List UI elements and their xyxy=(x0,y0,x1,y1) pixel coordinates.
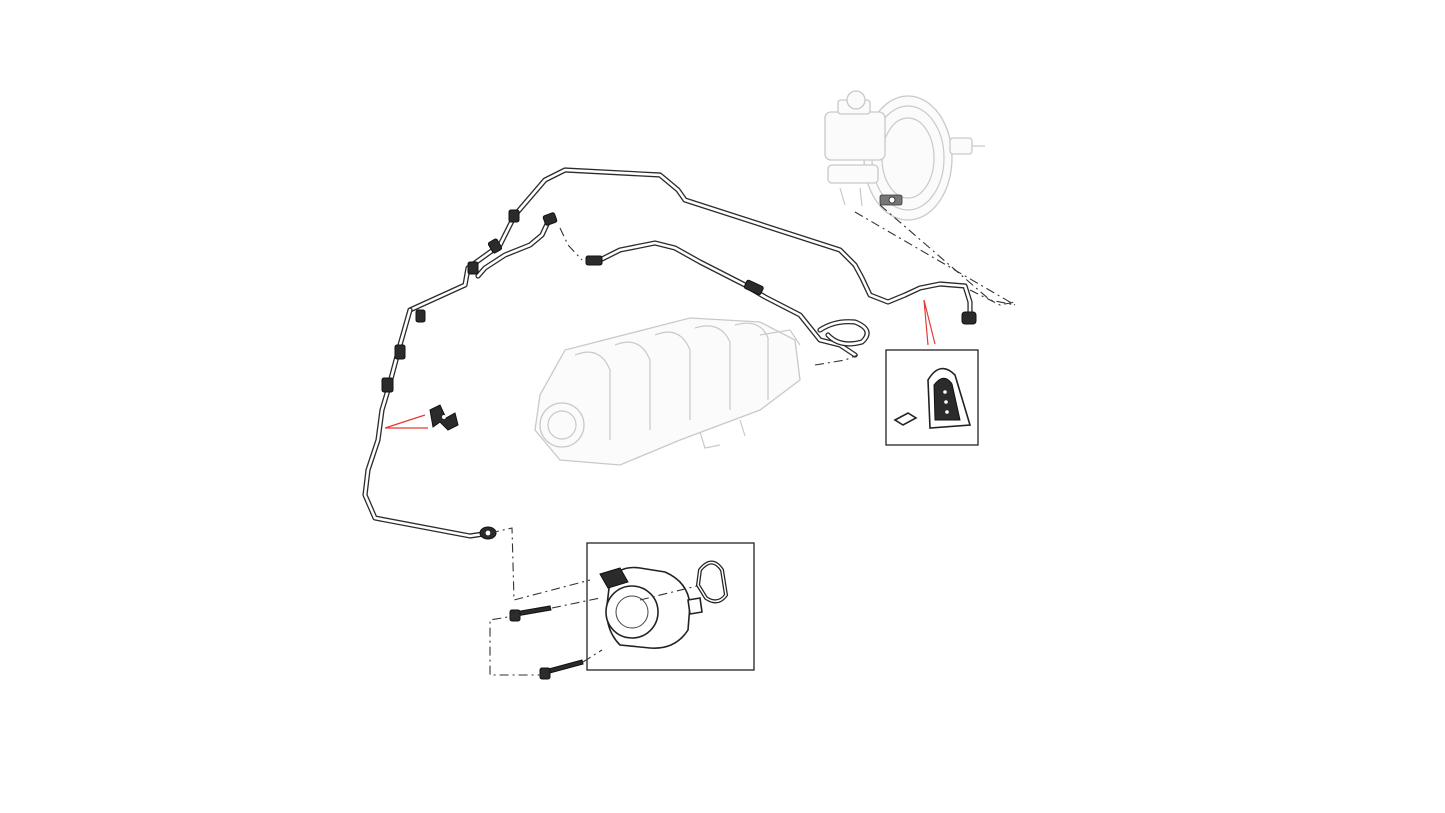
leader-line xyxy=(923,299,936,346)
pump-bolts[interactable] xyxy=(509,605,584,680)
vacuum-pump-inset[interactable] xyxy=(586,542,755,671)
pump-gasket[interactable] xyxy=(695,560,729,604)
bracket-detail-inset[interactable] xyxy=(885,349,979,446)
vacuum-hose-assembly[interactable] xyxy=(362,167,977,540)
intake-manifold[interactable] xyxy=(534,317,801,466)
hose-clip[interactable] xyxy=(429,404,459,431)
leader-line xyxy=(384,414,428,429)
brake-booster[interactable] xyxy=(824,90,985,221)
